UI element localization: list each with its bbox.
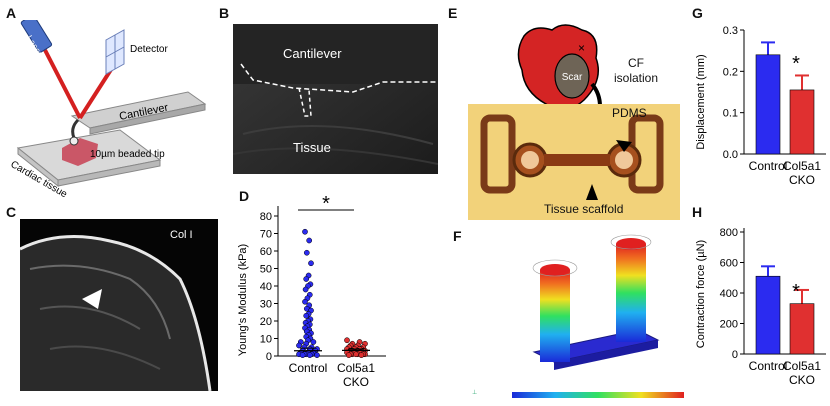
laser-emitter [20, 20, 53, 53]
cf-isolation-label: CF isolation [614, 56, 659, 85]
h-tick-label: 400 [720, 288, 738, 300]
h-category-cko-line1: Col5a1 [783, 359, 821, 373]
panel-label-e: E [448, 5, 458, 21]
d-point [303, 312, 310, 319]
cross-icon: × [578, 41, 585, 55]
scar-label: Scar [562, 72, 583, 83]
d-point [314, 352, 320, 358]
d-tick-label: 50 [260, 264, 272, 276]
d-point [353, 351, 359, 358]
fea-simulation: ⊥ [472, 234, 684, 398]
afm-schematic: Laser Detector Cantilever 10µm beaded ti… [9, 20, 207, 200]
d-tick-label: 70 [260, 229, 272, 241]
panel-label-g: G [692, 5, 703, 21]
h-star: * [792, 281, 800, 303]
h-tick-label: 200 [720, 319, 738, 331]
fea-pillar-right [616, 244, 646, 342]
d-category-control: Control [289, 361, 328, 375]
arrowhead-icon [82, 289, 102, 309]
g-category-cko-line1: Col5a1 [783, 159, 821, 173]
d-tick-label: 10 [260, 334, 272, 346]
d-point [345, 352, 352, 358]
panel-label-h: H [692, 204, 703, 220]
contraction-force-chart: Contraction force (µN) 0 200 400 600 800 * C… [695, 227, 826, 387]
sem-tissue-label: Tissue [293, 140, 331, 155]
youngs-modulus-chart: Young's Modulus (kPa) 01020304050607080 … [237, 193, 386, 389]
g-tick-label: 0.0 [723, 149, 738, 161]
d-point [302, 228, 308, 235]
d-star: * [322, 193, 330, 215]
h-ylabel: Contraction force (µN) [695, 240, 707, 348]
d-tick-label: 60 [260, 246, 272, 258]
g-ylabel: Displacement (mm) [695, 54, 707, 149]
sem-image: Cantilever Tissue [233, 24, 438, 174]
col-i-stain-image: Col I [20, 219, 218, 391]
fea-pillar-left [540, 270, 570, 362]
laser-beam-out [78, 66, 114, 120]
g-bar [755, 54, 781, 155]
g-tick-label: 0.2 [723, 66, 738, 78]
pdms-arrowhead-icon [616, 140, 632, 152]
d-point [306, 237, 313, 244]
d-point [303, 276, 310, 282]
g-star: * [792, 53, 800, 75]
laser-beam-in [43, 49, 82, 119]
h-tick-label: 600 [720, 258, 738, 270]
panel-label-c: C [6, 204, 17, 220]
d-point [306, 352, 313, 358]
h-category-control: Control [749, 359, 788, 373]
h-category-cko-line2: CKO [789, 373, 815, 387]
beaded-tip [69, 136, 79, 146]
g-category-cko-line2: CKO [789, 173, 815, 187]
d-tick-label: 30 [260, 299, 272, 311]
tip-label: 10µm beaded tip [90, 149, 165, 160]
d-category-cko-line1: Col5a1 [337, 361, 375, 375]
d-point [358, 352, 365, 358]
displacement-chart: Displacement (mm) 0.0 0.1 0.2 0.3 * Control… [695, 25, 826, 187]
d-point [344, 337, 350, 344]
d-point [299, 352, 306, 358]
h-bar [789, 303, 815, 355]
g-bar [789, 89, 815, 155]
d-tick-label: 40 [260, 281, 272, 293]
g-category-control: Control [749, 159, 788, 173]
h-tick-label: 800 [720, 227, 738, 239]
sem-cantilever-label: Cantilever [283, 46, 342, 61]
d-point [302, 286, 309, 293]
scaffold-panel: Scar × CF isolation PDMS Tissue scaffold [464, 22, 684, 222]
panel-label-d: D [239, 188, 250, 204]
d-tick-label: 0 [266, 351, 272, 363]
panel-label-a: A [6, 5, 17, 21]
d-point [302, 298, 308, 305]
d-tick-label: 80 [260, 211, 272, 223]
d-point [310, 339, 317, 345]
detector-label: Detector [130, 44, 168, 55]
g-tick-label: 0.3 [723, 25, 738, 37]
tip-outline [298, 87, 312, 117]
fea-color-scale [512, 392, 684, 398]
axis-triad-icon: ⊥ [472, 389, 477, 396]
col-i-label: Col I [170, 229, 193, 241]
g-tick-label: 0.1 [723, 108, 738, 120]
d-point [308, 260, 314, 267]
pdms-label: PDMS [612, 106, 647, 120]
scaffold-arrowhead-icon [586, 184, 598, 200]
tissue-scaffold-label: Tissue scaffold [544, 202, 624, 216]
d-category-cko-line2: CKO [343, 375, 369, 389]
panel-label-b: B [219, 5, 230, 21]
cantilever-outline [240, 63, 438, 93]
tissue-scaffold [544, 154, 610, 166]
d-ylabel: Young's Modulus (kPa) [237, 244, 249, 356]
d-point [303, 249, 310, 256]
scar-region [554, 53, 590, 99]
tissue-sample [62, 138, 98, 166]
h-tick-label: 0 [732, 349, 738, 361]
d-point [296, 342, 302, 349]
d-tick-label: 20 [260, 316, 272, 328]
panel-label-f: F [453, 228, 462, 244]
h-bar [755, 275, 781, 355]
tip-stem [71, 118, 80, 139]
